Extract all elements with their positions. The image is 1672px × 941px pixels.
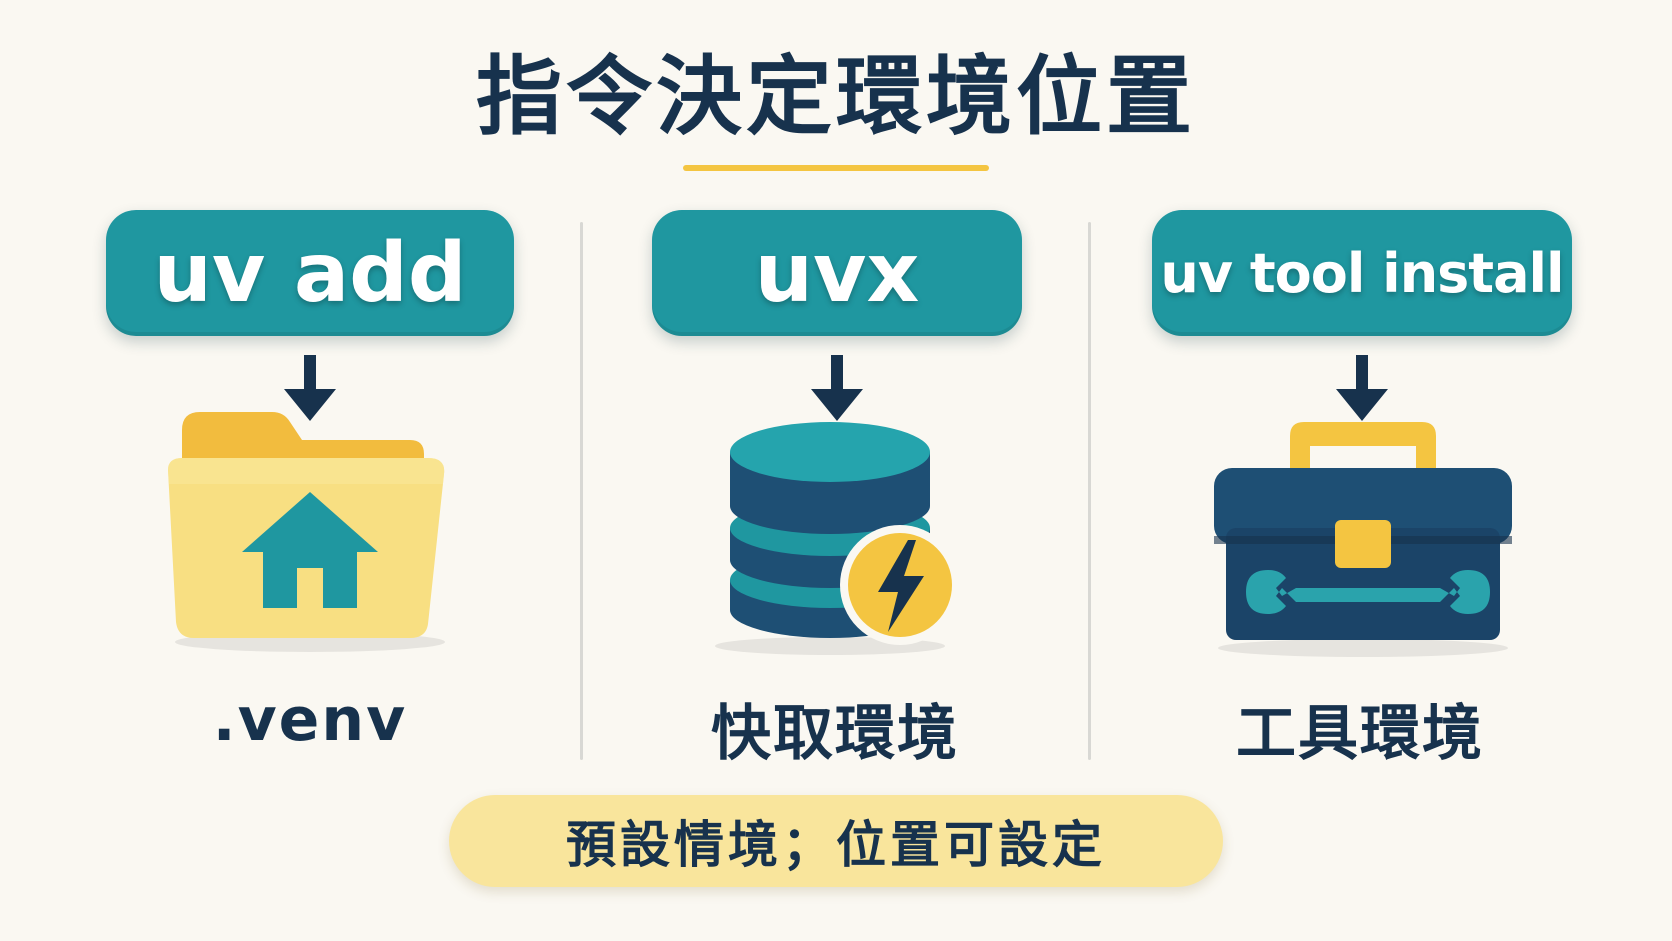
page-title: 指令決定環境位置 — [476, 47, 1196, 147]
column-label-cache-env: 快取環境 — [711, 699, 959, 769]
command-pill-uvx: uvx — [652, 210, 1022, 336]
arrow-down-icon — [1336, 355, 1388, 421]
title-underline — [683, 165, 989, 171]
command-pill-uv-add: uv add — [106, 210, 514, 336]
column-label-venv: .venv — [212, 685, 408, 755]
toolbox-wrench-icon — [1214, 422, 1512, 657]
folder-home-icon — [168, 412, 445, 652]
column-uvx: uvx 快取環境 — [575, 210, 1095, 770]
column-uv-add: uv add .venv — [50, 210, 570, 770]
footer-note: 預設情境；位置可設定 — [449, 795, 1223, 887]
column-divider-left — [580, 222, 583, 760]
arrow-down-icon — [284, 355, 336, 421]
column-label-tool-env: 工具環境 — [1236, 699, 1484, 769]
column-divider-right — [1088, 222, 1091, 760]
column-uv-tool-install: uv tool install 工具環境 — [1100, 210, 1620, 770]
database-lightning-icon — [715, 422, 960, 655]
arrow-down-icon — [811, 355, 863, 421]
command-pill-uv-tool-install: uv tool install — [1152, 210, 1572, 336]
